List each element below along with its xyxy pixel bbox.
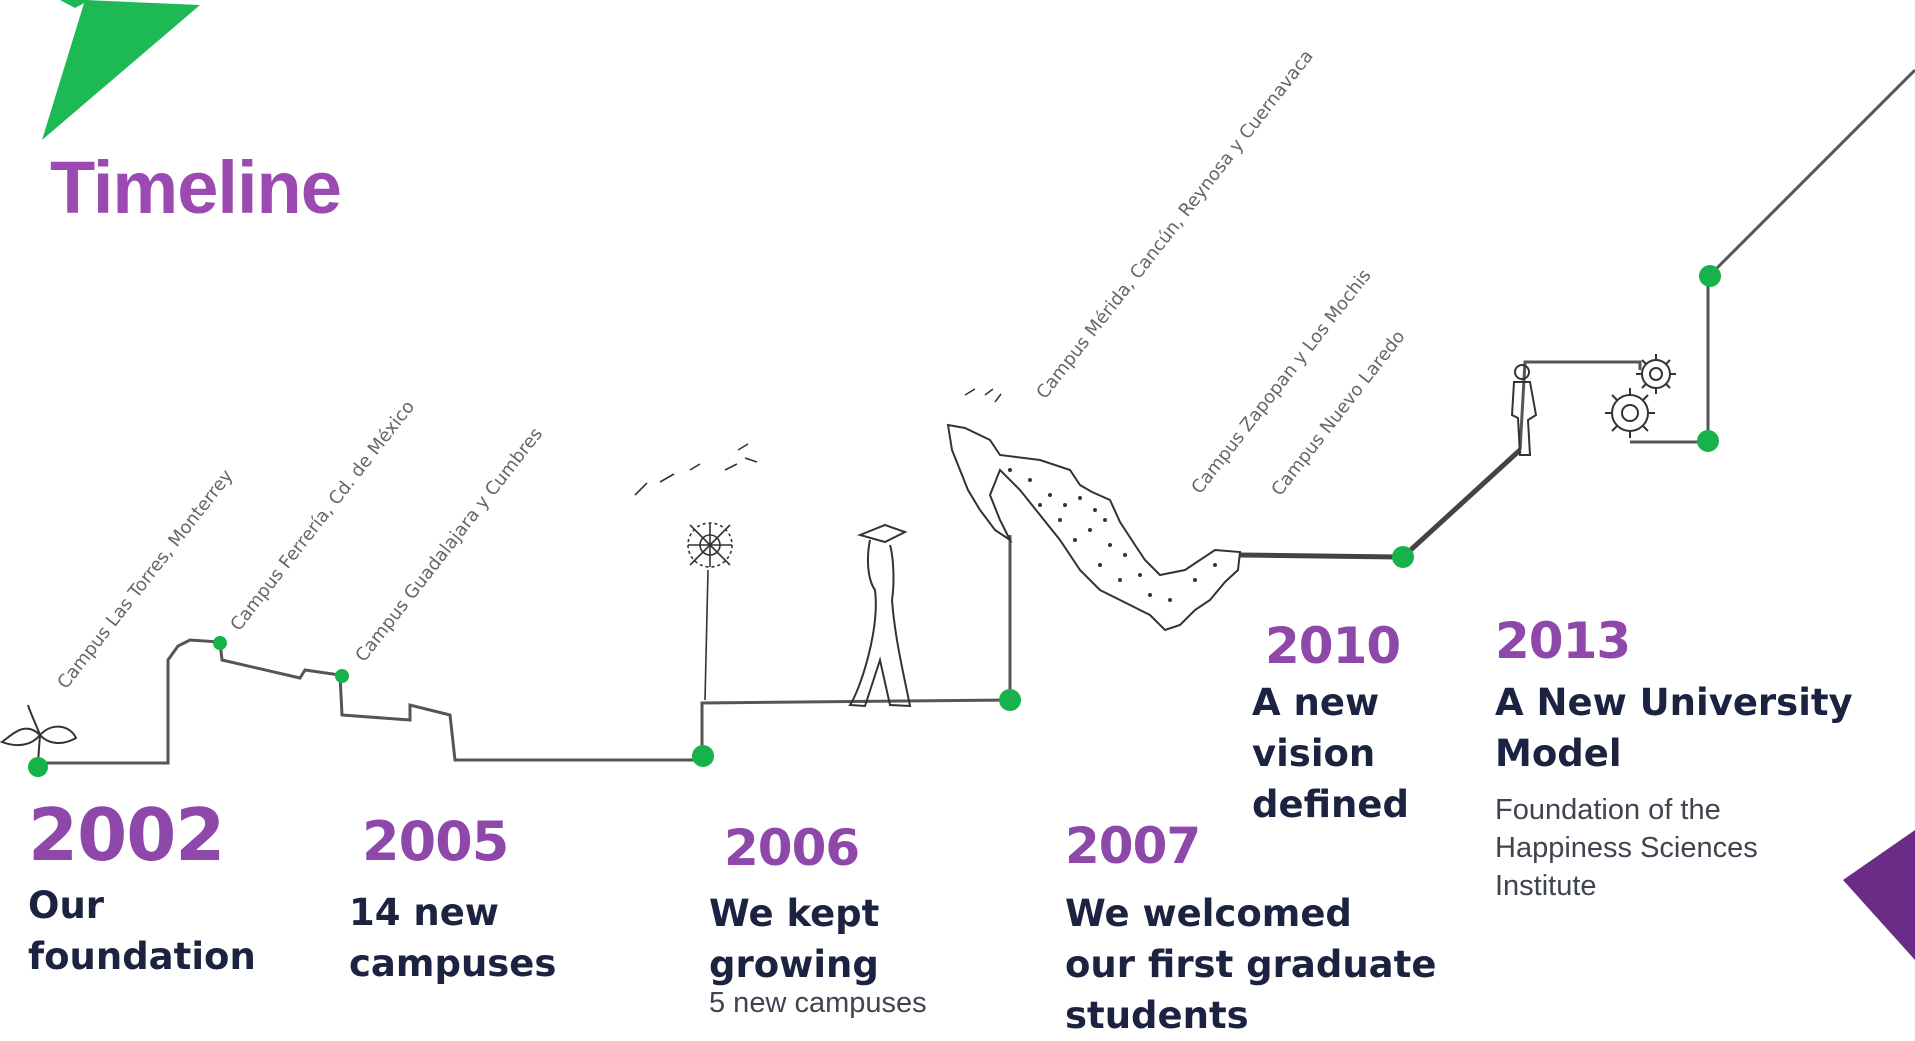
milestone-dot-guadalajara	[335, 669, 349, 683]
heading-line: A new	[1252, 681, 1380, 724]
milestone-dot-2006	[692, 745, 714, 767]
heading-line: Model	[1495, 732, 1622, 775]
heading-line: growing	[709, 943, 879, 986]
milestone-year: 2010	[1265, 617, 1401, 675]
description-line: Happiness Sciences	[1495, 832, 1758, 864]
heading-line: foundation	[28, 935, 256, 978]
description-line: 5 new campuses	[709, 987, 927, 1019]
milestone-dot-ferreria	[213, 636, 227, 650]
description-line: Institute	[1495, 870, 1597, 902]
campus-label-zapopan: Campus Zapopan y Los Mochis	[1187, 265, 1375, 498]
milestone-year: 2002	[28, 793, 225, 877]
milestone-dot-2010	[1392, 546, 1414, 568]
milestone-dot-2002	[28, 757, 48, 777]
milestone-year: 2007	[1065, 817, 1201, 875]
brand-triangle-logo	[42, 0, 200, 140]
heading-line: Our	[28, 884, 105, 927]
person-icon	[1510, 364, 1538, 456]
milestone-dot-future	[1699, 265, 1721, 287]
heading-line: defined	[1252, 783, 1409, 826]
milestone-year: 2013	[1495, 612, 1631, 670]
heading-line: We welcomed	[1065, 892, 1352, 935]
milestone-heading: Our foundation	[28, 880, 256, 982]
milestone-2013: 2013 A New University Model Foundation o…	[1495, 612, 1853, 905]
milestone-2006: 2006 We kept growing 5 new campuses	[709, 819, 927, 1022]
heading-line: our first graduate	[1065, 943, 1437, 986]
heading-line: campuses	[349, 942, 557, 985]
milestone-heading: We kept growing	[709, 888, 927, 990]
page-title: Timeline	[50, 146, 342, 229]
heading-line: We kept	[709, 892, 880, 935]
heading-line: 14 new	[349, 891, 499, 934]
timeline-path-mid	[1239, 448, 1522, 560]
milestone-2010: 2010 A new vision defined	[1252, 617, 1409, 830]
campus-label-las-torres: Campus Las Torres, Monterrey	[53, 465, 237, 693]
sprout-icon	[0, 704, 78, 763]
milestone-heading: A new vision defined	[1252, 677, 1409, 830]
mexico-map-icon	[946, 388, 1242, 632]
timeline-path-upper	[1518, 360, 1642, 451]
campus-label-ferreria: Campus Ferrería, Cd. de México	[226, 397, 419, 635]
milestone-heading: A New University Model	[1495, 677, 1853, 779]
timeline-path-gears	[1630, 276, 1710, 444]
description-line: Foundation of the	[1495, 794, 1721, 826]
milestone-dots	[28, 265, 1721, 777]
corner-purple-triangle	[1843, 830, 1915, 960]
milestone-2007: 2007 We welcomed our first graduate stud…	[1065, 817, 1436, 1041]
timeline-path-rise	[1708, 68, 1915, 277]
graduate-figure-icon	[848, 523, 912, 708]
heading-line: vision	[1252, 732, 1376, 775]
milestone-heading: 14 new campuses	[349, 887, 556, 989]
milestone-dot-2013	[1697, 430, 1719, 452]
heading-line: A New University	[1495, 681, 1853, 724]
timeline-path	[38, 535, 1012, 765]
milestone-description: Foundation of the Happiness Sciences Ins…	[1495, 791, 1853, 905]
milestone-year: 2006	[724, 819, 860, 877]
gears-icon	[1605, 354, 1676, 438]
milestone-year: 2005	[362, 810, 509, 873]
milestone-heading: We welcomed our first graduate students	[1065, 888, 1436, 1041]
milestone-dot-2007	[999, 689, 1021, 711]
milestone-2002: 2002 Our foundation	[28, 795, 256, 982]
milestone-description: 5 new campuses	[709, 984, 927, 1022]
milestone-2005: 2005 14 new campuses	[349, 810, 556, 989]
campus-label-nuevo-laredo: Campus Nuevo Laredo	[1267, 326, 1409, 500]
campus-label-merida: Campus Mérida, Cancún, Reynosa y Cuernav…	[1032, 46, 1317, 403]
heading-line: students	[1065, 994, 1249, 1037]
brand-triangle-tip	[60, 0, 90, 8]
dandelion-icon	[634, 443, 758, 701]
campus-label-guadalajara: Campus Guadalajara y Cumbres	[351, 424, 547, 666]
